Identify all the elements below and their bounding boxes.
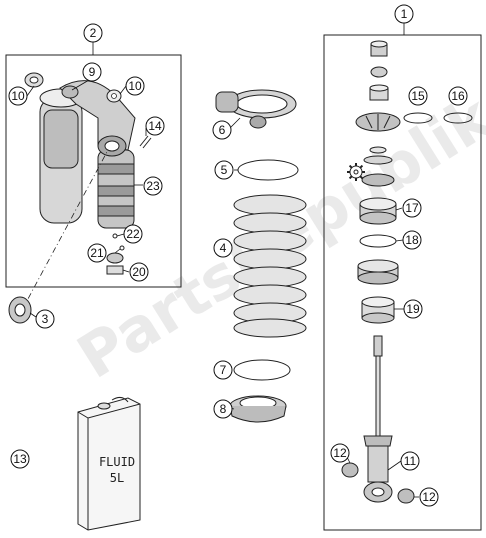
adjuster-part (369, 84, 389, 101)
callout-13: 13 (10, 449, 30, 469)
svg-text:16: 16 (451, 89, 465, 103)
callout-21: 21 (87, 243, 107, 263)
reservoir-part (39, 88, 83, 224)
ring-15-part (403, 112, 433, 124)
seal-head-part (359, 197, 397, 225)
callout-4: 4 (213, 238, 233, 258)
callout-17: 17 (402, 198, 422, 218)
pin-part (139, 135, 152, 149)
ring-16-part (443, 112, 473, 124)
callout-7: 7 (213, 360, 233, 380)
callout-5: 5 (214, 160, 234, 180)
svg-text:10: 10 (11, 89, 25, 103)
svg-text:14: 14 (148, 119, 162, 133)
small-nut-part (106, 252, 124, 275)
fluid-volume-label: 5L (110, 471, 124, 485)
bump-stop-part (361, 296, 395, 324)
callout-10-left: 10 (8, 86, 28, 106)
group-box-right (323, 34, 482, 531)
callout-8: 8 (213, 399, 233, 419)
spring-part (233, 194, 307, 338)
svg-text:18: 18 (405, 233, 419, 247)
svg-text:11: 11 (404, 454, 417, 468)
svg-text:6: 6 (219, 123, 226, 137)
piston-part (355, 112, 401, 132)
callout-11: 11 (400, 451, 420, 471)
svg-text:13: 13 (13, 452, 27, 466)
bushing-left-part (341, 462, 359, 478)
top-nut-part (370, 40, 388, 57)
small-cap-part (24, 72, 44, 88)
circlip-part (359, 234, 397, 248)
assembly-line (21, 149, 109, 311)
svg-text:19: 19 (406, 302, 420, 316)
svg-text:3: 3 (42, 312, 49, 326)
callout-16: 16 (448, 86, 468, 106)
svg-text:23: 23 (146, 179, 160, 193)
callout-9: 9 (82, 62, 102, 82)
small-bushing-part (370, 66, 388, 78)
callout-18: 18 (402, 230, 422, 250)
sealing-cap-part (357, 259, 399, 285)
washer-part (106, 89, 122, 103)
svg-text:7: 7 (220, 363, 227, 377)
callout-14: 14 (145, 116, 165, 136)
callout-19: 19 (403, 299, 423, 319)
callout-12-right: 12 (419, 487, 439, 507)
callout-3: 3 (35, 309, 55, 329)
clamp-part (215, 89, 297, 129)
svg-text:22: 22 (126, 227, 140, 241)
callout-15: 15 (408, 86, 428, 106)
svg-text:20: 20 (132, 265, 146, 279)
callout-1: 1 (394, 4, 414, 24)
fluid-label: FLUID (99, 455, 135, 469)
spring-seat-part (229, 395, 287, 423)
svg-text:5: 5 (221, 163, 228, 177)
svg-text:1: 1 (401, 7, 408, 21)
callout-6: 6 (212, 120, 232, 140)
callout-12-left: 12 (330, 443, 350, 463)
svg-text:9: 9 (89, 65, 96, 79)
piston-rod-part (363, 335, 393, 503)
svg-text:21: 21 (90, 246, 104, 260)
shim-stack-part (363, 146, 393, 165)
valve-body-part (361, 173, 395, 187)
svg-text:12: 12 (422, 490, 436, 504)
spring-seat-ring-part (237, 159, 299, 181)
svg-text:8: 8 (220, 402, 227, 416)
callout-22: 22 (123, 224, 143, 244)
callout-23: 23 (143, 176, 163, 196)
bushing-right-part (397, 488, 415, 504)
fluid-can: FLUID 5L (77, 396, 141, 531)
callout-2: 2 (83, 23, 103, 43)
mount-bearing-part (8, 296, 32, 324)
callout-20: 20 (129, 262, 149, 282)
svg-text:4: 4 (220, 241, 227, 255)
svg-text:17: 17 (405, 201, 419, 215)
svg-text:15: 15 (411, 89, 425, 103)
lower-ring-part (233, 359, 291, 381)
svg-text:2: 2 (90, 26, 97, 40)
svg-text:10: 10 (128, 79, 142, 93)
group-box-left (5, 54, 182, 288)
gear-icon (347, 163, 365, 181)
svg-text:12: 12 (333, 446, 347, 460)
callout-10-right: 10 (125, 76, 145, 96)
